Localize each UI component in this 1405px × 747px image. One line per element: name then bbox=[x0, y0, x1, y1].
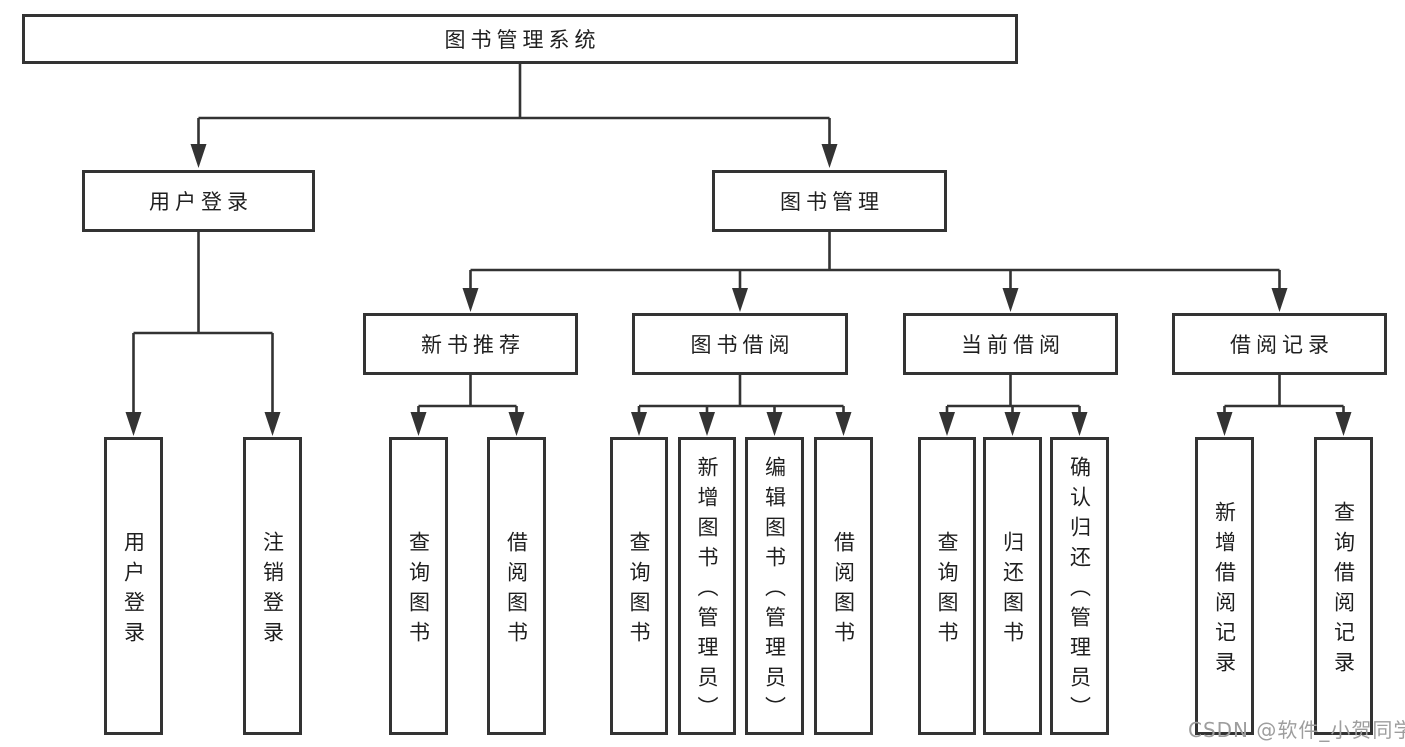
node-label: 新增借阅记录 bbox=[1212, 500, 1237, 681]
arrowhead bbox=[939, 412, 955, 436]
node-label: 新增图书（管理员） bbox=[695, 455, 719, 726]
arrowhead bbox=[631, 412, 647, 436]
node-label: 查询图书 bbox=[406, 530, 431, 651]
arrowhead bbox=[190, 144, 207, 168]
node-query-books-current: 查询图书 bbox=[918, 437, 976, 735]
node-book-borrowing: 图书借阅 bbox=[632, 313, 848, 375]
node-user-login: 用户登录 bbox=[82, 170, 315, 232]
node-label: 图书管理 bbox=[780, 190, 884, 214]
arrowhead bbox=[699, 412, 715, 436]
node-add-books-admin: 新增图书（管理员） bbox=[678, 437, 736, 735]
node-query-books-borrowing: 查询图书 bbox=[610, 437, 668, 735]
node-new-book-recommendation: 新书推荐 bbox=[363, 313, 578, 375]
watermark: CSDN @软件_小贺同学 bbox=[1188, 718, 1405, 742]
node-edit-books-admin: 编辑图书（管理员） bbox=[745, 437, 804, 735]
node-label: 借阅图书 bbox=[831, 530, 856, 651]
node-borrow-books-recommend: 借阅图书 bbox=[487, 437, 546, 735]
arrowhead bbox=[835, 412, 852, 436]
node-label: 编辑图书（管理员） bbox=[762, 455, 787, 726]
node-label: 当前借阅 bbox=[961, 333, 1065, 357]
node-label: 借阅记录 bbox=[1230, 333, 1334, 357]
node-label: 确认归还（管理员） bbox=[1067, 455, 1092, 726]
node-borrow-books-leaf: 借阅图书 bbox=[814, 437, 873, 735]
node-label: 图书借阅 bbox=[690, 333, 795, 357]
node-label: 借阅图书 bbox=[504, 530, 529, 651]
arrowhead bbox=[1004, 412, 1021, 436]
node-label: 注销登录 bbox=[260, 530, 285, 651]
arrowhead bbox=[462, 288, 479, 312]
node-current-borrowing: 当前借阅 bbox=[903, 313, 1118, 375]
node-label: 新书推荐 bbox=[421, 333, 525, 357]
arrowhead bbox=[1271, 288, 1288, 312]
node-add-borrow-record: 新增借阅记录 bbox=[1195, 437, 1254, 735]
node-user-login-leaf: 用户登录 bbox=[104, 437, 163, 735]
arrowhead bbox=[1335, 412, 1352, 436]
node-label: 用户登录 bbox=[121, 530, 146, 651]
node-library-system: 图书管理系统 bbox=[22, 14, 1018, 64]
arrowhead bbox=[1071, 412, 1088, 436]
node-borrowing-records: 借阅记录 bbox=[1172, 313, 1387, 375]
arrowhead bbox=[1002, 288, 1019, 312]
node-label: 查询图书 bbox=[627, 530, 651, 651]
arrowhead bbox=[410, 412, 427, 436]
arrowhead bbox=[125, 412, 142, 436]
arrowhead bbox=[1216, 412, 1233, 436]
node-label: 图书管理系统 bbox=[444, 28, 601, 52]
node-label: 用户登录 bbox=[149, 190, 253, 214]
arrowhead bbox=[508, 412, 525, 436]
node-logout-leaf: 注销登录 bbox=[243, 437, 302, 735]
node-label: 查询图书 bbox=[935, 530, 959, 651]
arrowhead bbox=[766, 412, 783, 436]
node-confirm-return-admin: 确认归还（管理员） bbox=[1050, 437, 1109, 735]
arrowhead bbox=[264, 412, 281, 436]
node-query-books-recommend: 查询图书 bbox=[389, 437, 448, 735]
node-book-management: 图书管理 bbox=[712, 170, 947, 232]
node-label: 归还图书 bbox=[1000, 530, 1025, 651]
arrowhead bbox=[821, 144, 838, 168]
arrowhead bbox=[732, 288, 748, 312]
node-return-books: 归还图书 bbox=[983, 437, 1042, 735]
node-query-borrow-record: 查询借阅记录 bbox=[1314, 437, 1373, 735]
node-label: 查询借阅记录 bbox=[1331, 500, 1356, 681]
